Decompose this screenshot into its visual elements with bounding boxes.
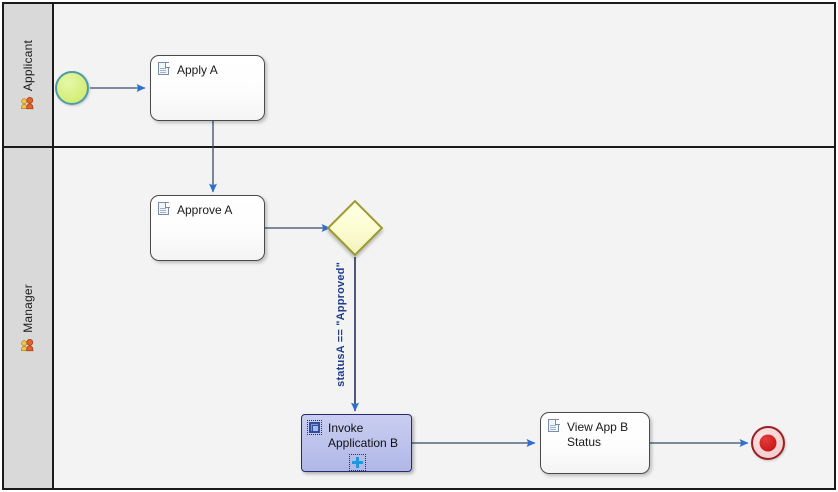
lane-header-manager[interactable]: Manager [4, 148, 54, 488]
task-label: View App B Status [567, 420, 629, 449]
task-approve-a[interactable]: Approve A [150, 195, 265, 261]
lane-applicant[interactable]: Applicant [4, 4, 834, 146]
lane-label-manager: Manager [21, 284, 35, 333]
start-event[interactable] [55, 71, 89, 105]
lane-header-applicant[interactable]: Applicant [4, 4, 54, 146]
lane-label-applicant: Applicant [21, 39, 35, 92]
end-event[interactable] [751, 426, 785, 460]
service-task-icon [307, 420, 322, 435]
lane-manager[interactable]: Manager [4, 148, 834, 488]
flow-condition-label: statusA == "Approved" [335, 262, 347, 387]
sub-process-plus-marker[interactable] [349, 454, 366, 471]
role-person-icon [20, 338, 36, 352]
user-task-document-icon [548, 419, 561, 434]
task-label: Approve A [177, 203, 233, 217]
task-label: Invoke Application B [328, 421, 399, 450]
user-task-document-icon [158, 202, 171, 217]
task-view-app-b-status[interactable]: View App B Status [540, 412, 650, 474]
task-apply-a[interactable]: Apply A [150, 55, 265, 121]
role-person-icon [20, 96, 36, 110]
task-label: Apply A [177, 63, 218, 77]
task-invoke-application-b[interactable]: Invoke Application B [301, 414, 412, 472]
end-event-core [759, 434, 777, 452]
lane-divider [4, 146, 834, 148]
user-task-document-icon [158, 62, 171, 77]
